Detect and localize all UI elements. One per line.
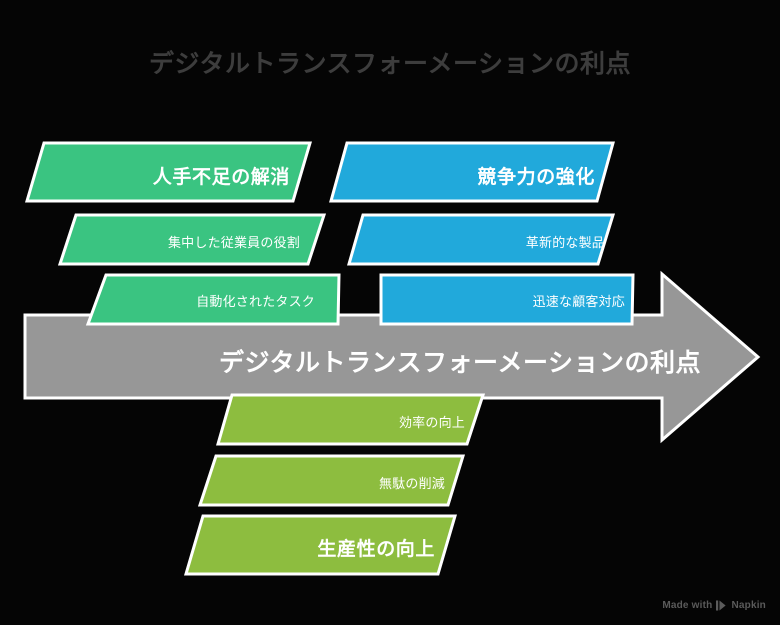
watermark-text: Made with — [662, 600, 713, 611]
branch-shape-top-right-2[interactable] — [347, 213, 616, 266]
branch-shape-top-right-1[interactable] — [329, 141, 615, 203]
napkin-logo-icon — [716, 600, 727, 611]
napkin-watermark: Made with Napkin — [662, 600, 766, 611]
branch-shape-bottom-2[interactable] — [197, 454, 466, 507]
branch-shape-bottom-3[interactable] — [183, 514, 458, 576]
branch-shape-bottom-1[interactable] — [216, 393, 486, 446]
page-title: デジタルトランスフォーメーションの利点 — [148, 50, 631, 78]
branch-shape-top-left-2[interactable] — [57, 213, 327, 266]
branch-shape-top-right-3[interactable] — [379, 273, 635, 326]
branch-shape-top-left-1[interactable] — [24, 141, 313, 203]
watermark-brand: Napkin — [731, 600, 766, 611]
branch-shape-top-left-3[interactable] — [85, 273, 341, 326]
spine-label: デジタルトランスフォーメーションの利点 — [219, 349, 702, 377]
